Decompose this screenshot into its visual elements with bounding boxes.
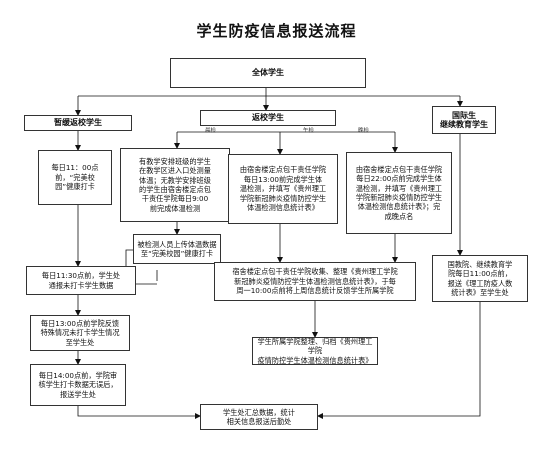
node-dept-temp: 有教学安排班级的学生 在教学区进入口处测量 体温；无教学安排班级 的学生由宿舍楼… [120,148,230,222]
node-dorm-1300: 由宿舍楼定点包干责任学院 每日13:00前完成学生体 温检测，并填写《贵州理工 … [228,154,338,224]
label-evening: 晚检 [358,128,370,134]
node-checkin-1100: 每日11：00点 前，“完美校 园”健康打卡 [38,150,112,205]
label-noon: 午检 [303,128,315,134]
node-dorm-2200: 由宿舍楼定点包干责任学院 每日22:00点前完成学生体 温检测，并填写《贵州理工… [346,152,452,234]
node-suspended: 暂缓返校学生 [24,115,132,131]
node-intl: 国际生 继续教育学生 [432,106,496,134]
node-feedback-1300: 每日13:00点前学院反馈 特殊情况未打卡学生情况 至学生处 [30,315,130,351]
node-intl-1100: 国教院、继续教育学 院每日11:00点前， 报送《理工防疫人数 统计表》至学生处 [432,255,528,302]
node-all-students: 全体学生 [170,58,366,88]
node-summary: 学生处汇总数据，统计 相关信息报送后勤处 [200,404,318,430]
page-title: 学生防疫信息报送流程 [196,22,357,40]
node-archive: 学生所属学院整理、归档《贵州理工学院 疫情防控学生体温检测信息统计表》 [252,337,378,365]
node-notify-1130: 每日11:30点前，学生处 通报未打卡学生数据 [26,266,136,295]
node-review-1400: 每日14:00点前，学院审 核学生打卡数据无误后， 报送学生处 [30,364,126,406]
node-collect: 宿舍楼定点包干责任学院收集、整理《贵州理工学院 新冠肺炎疫情防控学生体温检测信息… [214,262,416,301]
node-upload-temp: 被检测人员上传体温数据 至“完美校园”健康打卡 [133,234,221,264]
label-morning: 晨检 [205,128,217,134]
node-returning: 返校学生 [200,110,336,126]
